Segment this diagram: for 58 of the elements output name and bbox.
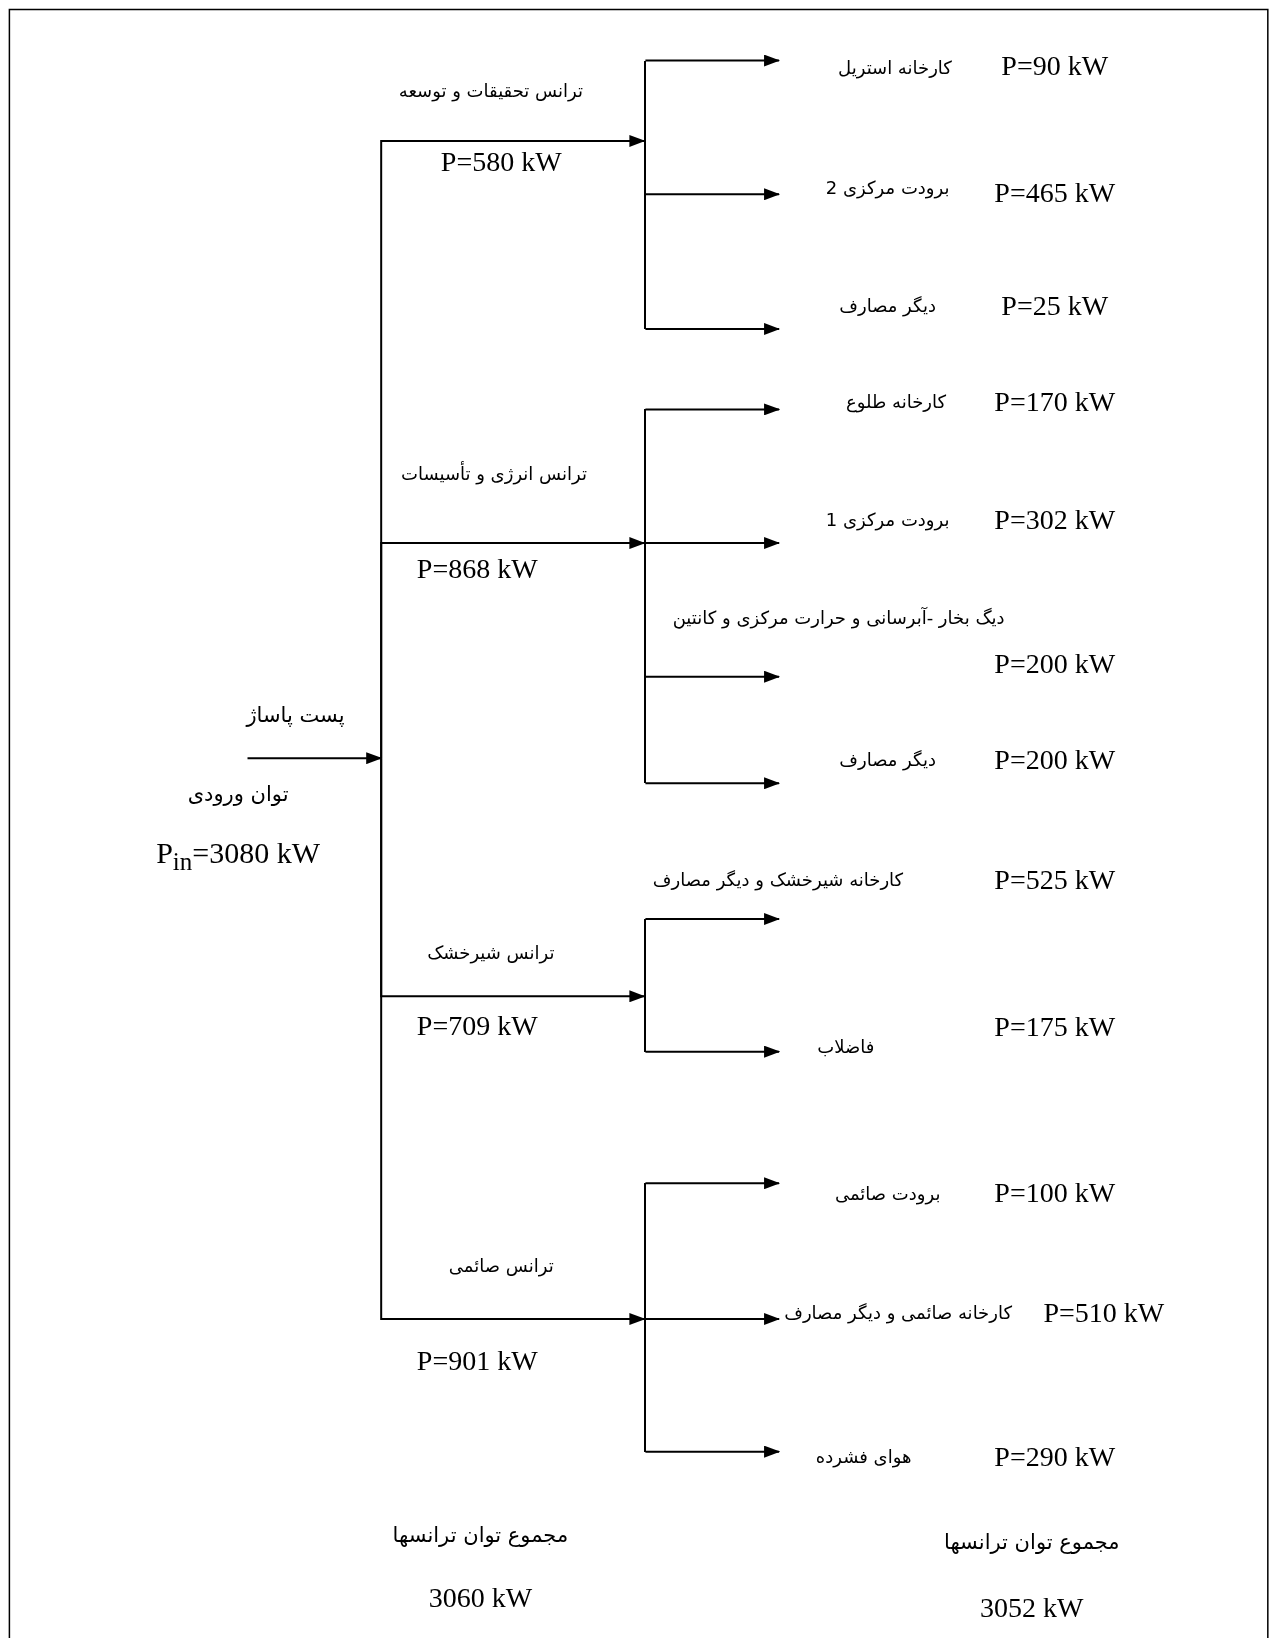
load-label: فاضلاب [817, 1037, 875, 1058]
arrow [644, 1313, 781, 1325]
power-value: P=302 kW [994, 503, 1116, 537]
power-value: P=100 kW [994, 1176, 1116, 1209]
arrow [644, 188, 781, 201]
arrow [380, 757, 646, 1325]
load-label: کارخانه شیرخشک و دیگر مصارف [652, 870, 904, 891]
arrow [644, 777, 781, 790]
power-value: P=25 kW [1001, 289, 1109, 323]
arrow [246, 752, 383, 765]
power-value: P=709 kW [416, 1009, 538, 1042]
arrow [644, 913, 781, 925]
busbar-line [644, 60, 647, 329]
load-label: برودت صائمی [834, 1183, 941, 1204]
arrow [644, 1045, 781, 1058]
load-label: کارخانه صائمی و دیگر مصارف [784, 1302, 1012, 1324]
load-label: کارخانه طلوع [846, 391, 947, 413]
power-value: P=580 kW [440, 145, 562, 178]
busbar-line [644, 1183, 647, 1452]
source-label: توان ورودی [187, 781, 289, 806]
edge-label: ترانس تحقیقات و توسعه [398, 80, 583, 102]
load-label: کارخانه استریل [838, 57, 952, 79]
note-label: مجموع توان ترانسها [944, 1530, 1120, 1555]
busbar-line [644, 409, 647, 784]
arrow [644, 1445, 781, 1458]
load-label: دیگ بخار -آبرسانی و حرارت مرکزی و کانتین [672, 607, 1005, 629]
arrow [644, 54, 781, 67]
total-value: P=525 kW [994, 864, 1116, 897]
note-label: پست پاساژ [246, 703, 345, 728]
edge-label: ترانس شیرخشک [427, 943, 555, 964]
arrow [644, 1177, 781, 1190]
edge-label: ترانس صائمی [448, 1255, 554, 1277]
note-label: مجموع توان ترانسها [392, 1523, 569, 1548]
load-label: دیگر مصارف [839, 749, 937, 771]
load-label: هوای فشرده [815, 1446, 912, 1468]
total-value: 3052 kW [980, 1592, 1084, 1625]
power-value: P=901 kW [416, 1344, 538, 1377]
edge-label: ترانس انرژی و تأسیسات [401, 463, 587, 485]
power-value: P=90 kW [1001, 49, 1109, 82]
load-label: دیگر مصارف [839, 295, 937, 317]
total-value: 3060 kW [428, 1581, 533, 1614]
arrow [644, 403, 781, 416]
busbar-line [644, 919, 647, 1052]
power-value: P=290 kW [994, 1440, 1116, 1473]
power-value: P=200 kW [994, 648, 1116, 681]
power-value: P=170 kW [994, 385, 1116, 419]
power-value: P=200 kW [994, 744, 1116, 777]
arrow [644, 670, 781, 683]
power-value: P=175 kW [994, 1010, 1116, 1043]
load-label: برودت مرکزی 1 [825, 509, 950, 531]
power-value: P=465 kW [994, 177, 1116, 210]
arrow [644, 322, 781, 335]
power-value: P$_{in}$=3080 kW [156, 835, 321, 877]
load-label: برودت مرکزی 2 [825, 177, 950, 199]
arrow [380, 537, 646, 760]
arrow [644, 537, 781, 550]
power-value: P=868 kW [416, 553, 538, 586]
power-value: P=510 kW [1043, 1296, 1165, 1329]
